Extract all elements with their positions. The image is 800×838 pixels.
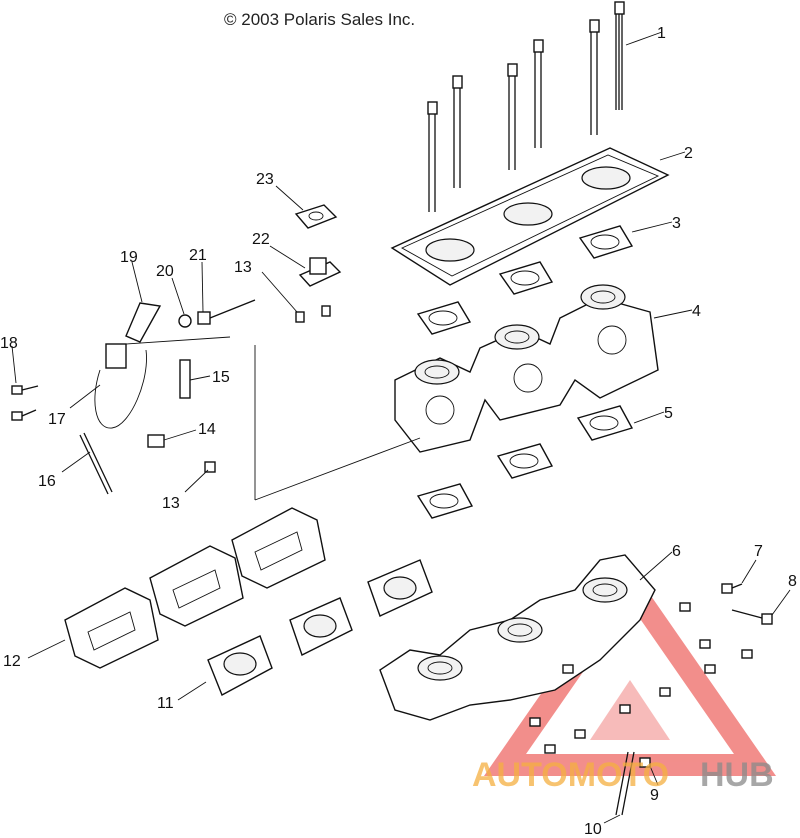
nut-item-9 bbox=[639, 757, 651, 768]
callout-17: 17 bbox=[48, 411, 66, 428]
callout-5: 5 bbox=[664, 405, 673, 422]
bolt-item-7 bbox=[721, 583, 743, 594]
manifold-item-6 bbox=[379, 554, 656, 721]
copyright-notice: © 2003 Polaris Sales Inc. bbox=[224, 10, 416, 29]
callout-13-left-bottom: 13 bbox=[162, 495, 180, 512]
callout-20: 20 bbox=[156, 263, 174, 280]
cover-plate-item-2 bbox=[390, 147, 670, 286]
callout-12: 12 bbox=[3, 653, 21, 670]
callout-11: 11 bbox=[157, 695, 174, 712]
spacers-item-11 bbox=[207, 559, 433, 696]
callout-14: 14 bbox=[198, 421, 216, 438]
callout-labels: 1 2 3 4 5 6 7 8 9 10 11 12 13 13 14 15 1… bbox=[0, 25, 797, 838]
fitting-item-21 bbox=[197, 299, 256, 325]
screws-item-18 bbox=[11, 385, 39, 421]
leader-lines bbox=[11, 31, 791, 824]
callout-13-left-top: 13 bbox=[234, 259, 252, 276]
callout-16: 16 bbox=[38, 473, 56, 490]
clip-item-14 bbox=[147, 434, 165, 448]
rod-item-16 bbox=[79, 432, 113, 495]
callout-15: 15 bbox=[212, 369, 230, 386]
callout-3: 3 bbox=[672, 215, 681, 232]
callout-8: 8 bbox=[788, 573, 797, 590]
gaskets-item-3 bbox=[416, 225, 634, 335]
callout-18: 18 bbox=[0, 335, 18, 352]
callout-4: 4 bbox=[692, 303, 701, 320]
assembly-guide-lines bbox=[254, 345, 421, 501]
watermark-automoto: AUTOMOTO bbox=[472, 756, 669, 794]
tube-item-15 bbox=[179, 359, 191, 399]
cable-bracket-item-19 bbox=[125, 302, 162, 343]
screws-item-13 bbox=[204, 305, 331, 473]
bolts-item-1 bbox=[427, 1, 625, 212]
cable-item-17 bbox=[94, 336, 231, 429]
gaskets-item-5 bbox=[416, 405, 634, 519]
callout-22: 22 bbox=[252, 231, 270, 248]
clip-item-20 bbox=[178, 314, 192, 328]
bolt-item-8 bbox=[731, 609, 773, 625]
callout-10: 10 bbox=[584, 821, 602, 838]
fitting-item-22 bbox=[298, 257, 342, 287]
stud-item-10 bbox=[615, 751, 635, 816]
callout-7: 7 bbox=[754, 543, 763, 560]
watermark-text: AUTOMOTO HUB bbox=[472, 756, 774, 794]
carburetors-item-4 bbox=[394, 284, 659, 453]
callout-21: 21 bbox=[189, 247, 207, 264]
callout-6: 6 bbox=[672, 543, 681, 560]
callout-9: 9 bbox=[650, 787, 659, 804]
reed-cages-item-12 bbox=[64, 507, 326, 669]
callout-19: 19 bbox=[120, 249, 138, 266]
watermark-hub: HUB bbox=[700, 756, 774, 794]
small-bolts-group bbox=[529, 602, 753, 754]
gasket-item-23 bbox=[294, 204, 338, 229]
callout-1: 1 bbox=[657, 25, 666, 42]
callout-23: 23 bbox=[256, 171, 274, 188]
callout-2: 2 bbox=[684, 145, 693, 162]
